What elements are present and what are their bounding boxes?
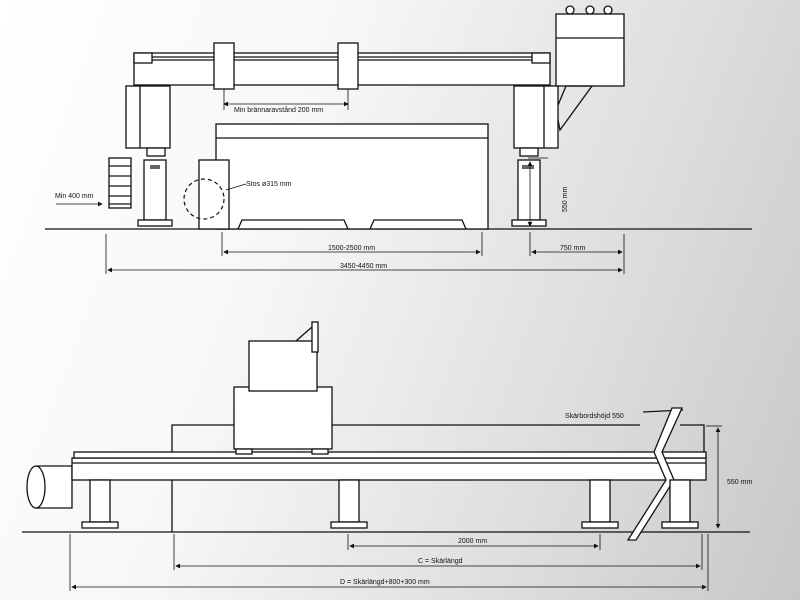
- right-column: [513, 85, 559, 149]
- leg-3: [589, 479, 611, 523]
- label-table-height: Skärbordshöjd 550: [565, 413, 624, 420]
- carriage-body: [233, 386, 333, 450]
- control-cabinet: [555, 13, 625, 87]
- gas-bottle-stack: [108, 157, 132, 209]
- rail-top-track: [73, 451, 707, 459]
- exhaust-duct: [36, 465, 73, 509]
- beam-end-cap-right: [531, 52, 551, 64]
- burner-carriage-right: [337, 42, 359, 90]
- front-view-machine: [45, 5, 752, 230]
- left-column: [125, 85, 171, 149]
- label-right-offset: 750 mm: [560, 245, 585, 252]
- carriage-mast: [311, 321, 319, 353]
- label-cut-length: C = Skärlängd: [418, 558, 463, 565]
- label-spacing-2000: 2000 mm: [458, 538, 487, 545]
- cabinet-knob-3: [603, 5, 613, 15]
- exhaust-box: [198, 159, 230, 230]
- label-rail-span: 1500-2500 mm: [328, 245, 375, 252]
- main-rail: [71, 457, 707, 481]
- dust-pipe-circle: [183, 178, 225, 220]
- label-min-burner-distance: Min brännaravstånd 200 mm: [234, 106, 323, 114]
- label-height-550-bottom: 550 mm: [727, 479, 752, 486]
- cabinet-knob-1: [565, 5, 575, 15]
- right-leg: [517, 159, 541, 221]
- label-dust-pipe: Stos ø315 mm: [246, 181, 292, 188]
- cabinet-brace: [555, 85, 594, 132]
- table-skid-right: [369, 219, 467, 230]
- label-total-length: D = Skärlängd+800+300 mm: [340, 579, 430, 586]
- leg-1: [89, 479, 111, 523]
- table-skid-left: [237, 219, 349, 230]
- left-leg: [143, 159, 167, 221]
- burner-carriage-left: [213, 42, 235, 90]
- side-view-dimensions: Skärbordshöjd 550 550 mm 2000 mm C = Skä…: [69, 413, 752, 591]
- leg-4: [669, 479, 691, 523]
- cabinet-knob-2: [585, 5, 595, 15]
- front-view-dimensions: Min brännaravstånd 200 mm Min 400 mm Sto…: [55, 89, 625, 274]
- table-panel: [171, 424, 640, 532]
- label-height-550-top: 550 mm: [562, 187, 569, 212]
- leg-2: [338, 479, 360, 523]
- break-symbol: [626, 407, 684, 541]
- label-total-width: 3450-4450 mm: [340, 263, 387, 270]
- left-foot: [137, 219, 173, 227]
- carriage-head: [248, 340, 318, 392]
- cutting-table: [215, 123, 489, 230]
- label-min-side-clearance: Min 400 mm: [55, 193, 94, 200]
- right-foot: [511, 219, 547, 227]
- side-view-machine: [22, 321, 750, 541]
- beam-end-cap-left: [133, 52, 153, 64]
